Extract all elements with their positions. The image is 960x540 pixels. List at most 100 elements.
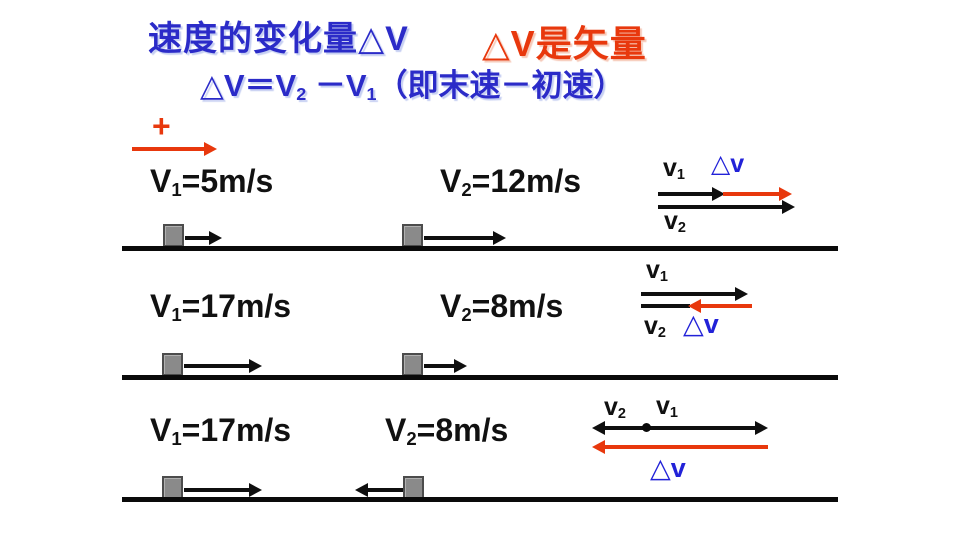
v-base: V [440,288,462,324]
v-subscript: 2 [461,304,472,326]
row1-ground-line [122,246,838,251]
row2-block2-velocity-arrow-icon [424,359,467,373]
row2-block2 [402,353,423,376]
v-base: V [150,163,172,199]
arrow-head-icon [493,231,506,245]
arrow-head-icon [249,483,262,497]
row1-diagram-dv-label: △v [711,150,745,178]
row3-block1 [162,476,183,499]
row3-v2-label: V2=8m/s [385,414,508,449]
v-subscript: 1 [171,428,182,450]
v-subscript: 2 [461,179,472,201]
positive-direction-arrow-icon [132,142,217,156]
row1-diagram-v2-label: v2 [664,209,686,236]
row3-v1-label: V1=17m/s [150,414,291,449]
v-subscript: 2 [617,406,626,423]
arrow-shaft [641,292,737,296]
delta-v-formula: △V＝V2 －V1（即末速－初速） [200,68,625,105]
arrow-shaft [424,364,456,368]
row3-block2-velocity-arrow-icon [355,483,403,497]
arrow-shaft [184,488,251,492]
arrow-shaft [366,488,403,492]
arrow-head-icon [355,483,368,497]
v-value: =8m/s [471,288,564,324]
v-subscript: 2 [406,428,417,450]
v-base: V [440,163,462,199]
v-base: V [150,288,172,324]
row2-v1-vector-arrow-icon [641,287,748,301]
formula-subscript: 2 [296,83,307,104]
row1-v1-label: V1=5m/s [150,165,273,200]
row2-diagram-v2-label: v2 [644,314,666,341]
row3-ground-line [122,497,838,502]
arrow-head-icon [454,359,467,373]
v-base: v [656,392,670,420]
arrow-head-icon [209,231,222,245]
v-subscript: 1 [676,167,685,184]
arrow-head-icon [755,421,768,435]
arrow-head-icon [735,287,748,301]
v-subscript: 1 [669,405,678,422]
row3-v1-v2-vector-arrow-icon [592,421,768,435]
arrow-head-icon [782,200,795,214]
row1-v2-label: V2=12m/s [440,165,581,200]
row3-diagram-v2-label: v2 [604,395,626,422]
row3-dv-vector-arrow-icon [592,440,768,454]
arrow-shaft [603,445,768,449]
arrow-shaft [658,192,714,196]
formula-part: △V＝V [200,68,297,103]
v-base: v [646,256,660,284]
row3-block2 [403,476,424,499]
row1-v1-vector-arrow-icon [658,187,725,201]
row1-dv-vector-arrow-icon [723,187,792,201]
v-base: v [664,207,678,235]
row2-block1 [162,353,183,376]
row1-block2 [402,224,423,247]
row2-block1-velocity-arrow-icon [184,359,262,373]
arrow-shaft [132,147,206,151]
arrow-shaft [185,236,211,240]
row1-block1 [163,224,184,247]
row2-v2-vector-shaft [641,304,690,308]
arrow-shaft [184,364,251,368]
arrow-shaft [723,192,781,196]
formula-subscript: 1 [366,83,377,104]
v-value: =5m/s [181,163,274,199]
row2-v1-label: V1=17m/s [150,290,291,325]
v-value: =8m/s [416,412,509,448]
vector-note-title: △V是矢量 [482,23,647,64]
row2-ground-line [122,375,838,380]
positive-direction-plus: + [152,108,171,144]
v-base: v [644,312,658,340]
row1-block1-velocity-arrow-icon [185,231,222,245]
arrow-shaft [424,236,495,240]
arrow-head-icon [779,187,792,201]
v-base: v [663,154,677,182]
row1-diagram-v1-label: v1 [663,156,685,183]
row2-dv-vector-arrow-icon [688,299,752,313]
v-subscript: 1 [171,304,182,326]
arrow-shaft [699,304,752,308]
arrow-head-icon [712,187,725,201]
v-value: =12m/s [471,163,582,199]
v-value: =17m/s [181,412,292,448]
row1-v2-vector-arrow-icon [658,200,795,214]
arrow-head-icon [204,142,217,156]
arrow-head-icon [592,440,605,454]
row3-block1-velocity-arrow-icon [184,483,262,497]
v-subscript: 2 [657,325,666,342]
arrow-shaft [603,426,757,430]
formula-part: （即末速－初速） [376,68,625,103]
row2-diagram-dv-label: △v [683,309,719,339]
row3-diagram-v1-label: v1 [656,394,678,421]
row2-v2-label: V2=8m/s [440,290,563,325]
row2-diagram-v1-label: v1 [646,258,668,285]
arrow-head-icon [592,421,605,435]
v-base: V [385,412,407,448]
v-subscript: 1 [171,179,182,201]
row3-vector-origin-dot [642,423,651,432]
v-base: V [150,412,172,448]
arrow-head-icon [249,359,262,373]
v-value: =17m/s [181,288,292,324]
